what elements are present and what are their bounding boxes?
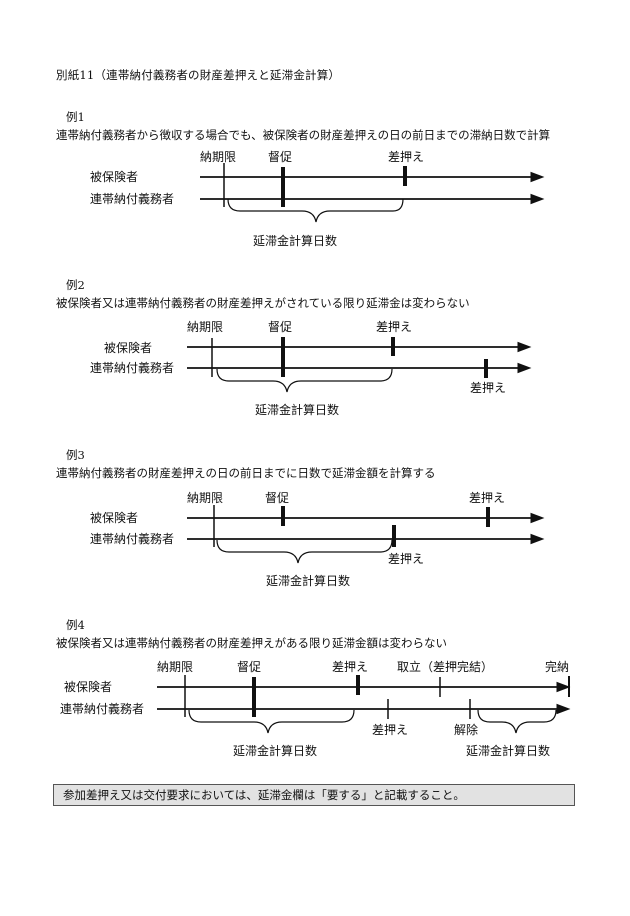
example-1-label: 例1 <box>66 110 85 124</box>
release-label: 解除 <box>454 722 478 737</box>
joint-label: 連帯納付義務者 <box>90 531 174 546</box>
joint-label: 連帯納付義務者 <box>60 701 144 716</box>
insured-label: 被保険者 <box>90 170 138 184</box>
page-title: 別紙11（連帯納付義務者の財産差押えと延滞金計算） <box>56 68 341 82</box>
calc-days-label: 延滞金計算日数 <box>266 573 350 588</box>
arrowhead-icon <box>517 341 532 353</box>
example-2-timeline: 納期限 督促 差押え 被保険者 連帯納付義務者 差押え 延滞金計算日数 <box>90 319 532 417</box>
arrowhead-icon <box>530 171 545 183</box>
due-label: 納期限 <box>187 491 223 505</box>
insured-label: 被保険者 <box>104 341 152 355</box>
demand-label: 督促 <box>265 490 289 505</box>
arrowhead-icon <box>530 193 545 205</box>
insured-label: 被保険者 <box>90 511 138 525</box>
example-3-description: 連帯納付義務者の財産差押えの日の前日までに日数で延滞金額を計算する <box>56 466 436 480</box>
arrowhead-icon <box>530 533 545 545</box>
joint-label: 連帯納付義務者 <box>90 360 174 375</box>
joint-seizure-label: 差押え <box>470 381 506 395</box>
arrowhead-icon <box>517 362 532 374</box>
calc-days-label-1: 延滞金計算日数 <box>233 743 317 758</box>
due-label: 納期限 <box>200 150 236 164</box>
period-brace <box>216 539 393 564</box>
seizure-label: 差押え <box>332 660 368 674</box>
due-label: 納期限 <box>157 660 193 674</box>
arrowhead-icon <box>530 512 545 524</box>
example-4-label: 例4 <box>66 618 85 632</box>
demand-label: 督促 <box>268 149 292 164</box>
example-1-timeline: 納期限 督促 差押え 被保険者 連帯納付義務者 延滞金計算日数 <box>90 149 545 248</box>
seizure-label: 差押え <box>469 491 505 505</box>
seizure-label: 差押え <box>376 320 412 334</box>
example-4-description: 被保険者又は連帯納付義務者の財産差押えがある限り延滞金額は変わらない <box>56 636 447 650</box>
period-brace-1 <box>188 709 355 734</box>
seizure-label: 差押え <box>388 150 424 164</box>
example-3-label: 例3 <box>66 448 85 462</box>
example-1-description: 連帯納付義務者から徴収する場合でも、被保険者の財産差押えの日の前日までの滞納日数… <box>56 128 551 142</box>
period-brace-2 <box>477 709 557 734</box>
calc-days-label-2: 延滞金計算日数 <box>466 743 550 758</box>
demand-label: 督促 <box>237 659 261 674</box>
arrowhead-icon <box>556 703 571 715</box>
period-brace <box>216 368 393 393</box>
due-label: 納期限 <box>187 320 223 334</box>
period-brace <box>227 198 404 223</box>
joint-seizure-label: 差押え <box>372 723 408 737</box>
arrowhead-icon <box>556 681 571 693</box>
example-2-label: 例2 <box>66 278 85 292</box>
example-3-timeline: 納期限 督促 差押え 被保険者 連帯納付義務者 差押え 延滞金計算日数 <box>90 490 545 588</box>
joint-seizure-label: 差押え <box>388 552 424 566</box>
insured-label: 被保険者 <box>64 680 112 694</box>
joint-label: 連帯納付義務者 <box>90 191 174 206</box>
takeover-label: 取立（差押完結） <box>397 659 493 674</box>
calc-days-label: 延滞金計算日数 <box>253 233 337 248</box>
example-2-description: 被保険者又は連帯納付義務者の財産差押えがされている限り延滞金は変わらない <box>56 296 470 310</box>
note-box: 参加差押え又は交付要求においては、延滞金欄は「要する」と記載すること。 <box>53 784 575 806</box>
complete-label: 完納 <box>545 659 569 674</box>
demand-label: 督促 <box>268 319 292 334</box>
example-4-timeline: 納期限 督促 差押え 取立（差押完結） 完納 被保険者 連帯納付義務者 差押え … <box>60 659 571 758</box>
calc-days-label: 延滞金計算日数 <box>255 402 339 417</box>
